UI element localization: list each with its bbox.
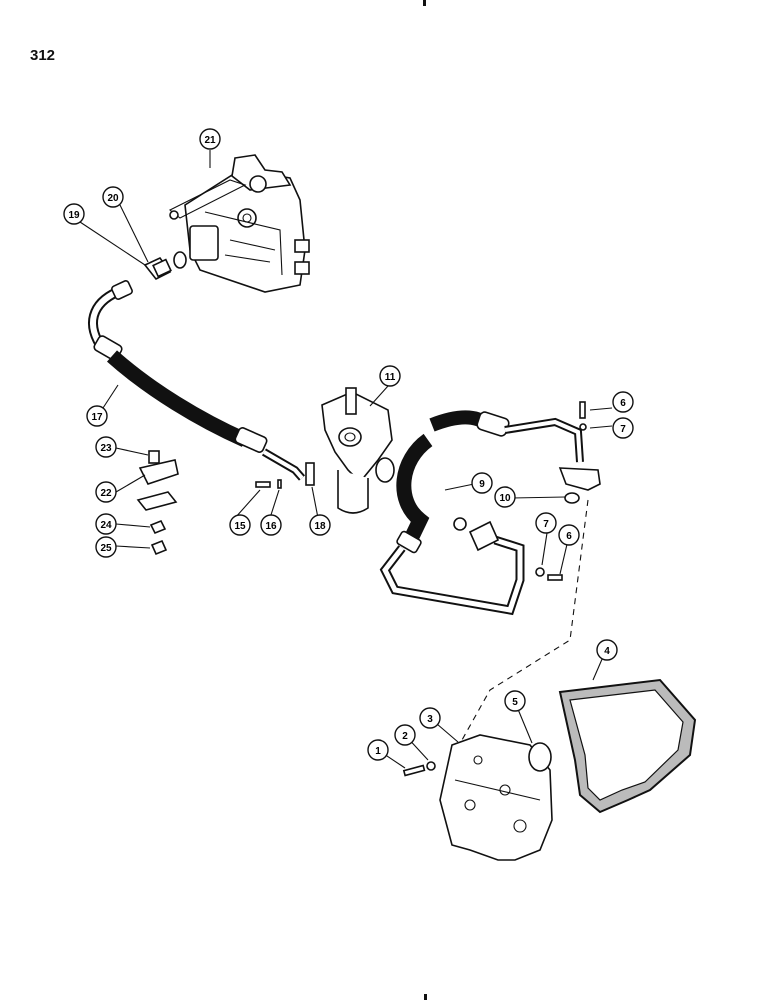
callout-20: 20 (102, 186, 124, 208)
screw (255, 481, 271, 488)
page-number: 312 (30, 47, 56, 64)
callout-circle (612, 391, 634, 413)
callout-24: 24 (95, 513, 117, 535)
washer (277, 479, 282, 489)
callout-circle (309, 514, 331, 536)
clamp-hardware (136, 450, 179, 556)
callout-number: 5 (512, 697, 518, 708)
callout-number: 2 (402, 731, 408, 742)
bolt (547, 574, 563, 581)
callout-number: 21 (204, 135, 216, 146)
callout-22: 22 (95, 481, 117, 503)
callout-circle (394, 724, 416, 746)
callout-number: 6 (566, 531, 572, 542)
callout-circle (504, 690, 526, 712)
callout-circle (419, 707, 441, 729)
callout-number: 22 (100, 488, 112, 499)
hydraulic-hose (88, 280, 306, 481)
leader-lines (79, 150, 613, 769)
gasket (305, 462, 315, 486)
callout-number: 23 (100, 443, 112, 454)
callout-circle (367, 739, 389, 761)
callout-number: 19 (68, 210, 80, 221)
washer (535, 567, 545, 577)
o-ring (173, 251, 187, 269)
callout-19: 19 (63, 203, 85, 225)
callout-circle (494, 486, 516, 508)
callout-10: 10 (494, 486, 516, 508)
callout-6-bottom: 6 (558, 524, 580, 546)
callout-number: 18 (314, 521, 326, 532)
callout-circle (199, 128, 221, 150)
callout-9: 9 (471, 472, 493, 494)
bolt (579, 401, 586, 419)
callout-number: 15 (234, 521, 246, 532)
callout-circle (558, 524, 580, 546)
o-ring (453, 517, 467, 531)
o-ring-seal (528, 742, 552, 772)
callout-number: 11 (385, 372, 396, 383)
top-edge-mark (423, 0, 426, 6)
callout-23: 23 (95, 436, 117, 458)
callout-circle (260, 514, 282, 536)
callout-circle (379, 365, 401, 387)
callout-circle (86, 405, 108, 427)
washer (579, 423, 587, 431)
callout-7-top: 7 (612, 417, 634, 439)
callout-circle (95, 481, 117, 503)
o-ring (564, 492, 580, 504)
callout-bubbles: 21 20 19 17 11 23 22 24 25 15 16 18 9 10… (63, 128, 634, 761)
control-block (321, 387, 395, 514)
callout-number: 4 (604, 646, 610, 657)
callout-number: 1 (375, 746, 381, 757)
bolt (402, 764, 426, 777)
callout-number: 10 (499, 493, 511, 504)
callout-18: 18 (309, 514, 331, 536)
callout-number: 7 (620, 424, 626, 435)
housing-cover (439, 734, 553, 861)
bottom-edge-mark (424, 994, 427, 1000)
callout-circle (63, 203, 85, 225)
callout-circle (535, 512, 557, 534)
callout-circle (612, 417, 634, 439)
callout-number: 20 (107, 193, 119, 204)
callout-circle (596, 639, 618, 661)
callout-5: 5 (504, 690, 526, 712)
callout-16: 16 (260, 514, 282, 536)
callout-circle (95, 536, 117, 558)
callout-number: 9 (479, 479, 485, 490)
callout-6-top: 6 (612, 391, 634, 413)
callout-25: 25 (95, 536, 117, 558)
callout-15: 15 (229, 514, 251, 536)
callout-circle (95, 513, 117, 535)
callout-number: 24 (100, 520, 112, 531)
callout-number: 6 (620, 398, 626, 409)
gasket-seal (558, 678, 697, 814)
callout-number: 7 (543, 519, 549, 530)
callout-number: 3 (427, 714, 433, 725)
callout-21: 21 (199, 128, 221, 150)
elbow-fitting (143, 256, 172, 281)
callout-number: 16 (265, 521, 277, 532)
return-hose (379, 410, 601, 616)
callout-number: 17 (91, 412, 103, 423)
callout-17: 17 (86, 405, 108, 427)
alignment-line (461, 499, 589, 741)
callout-3: 3 (419, 707, 441, 729)
callout-circle (471, 472, 493, 494)
washer (426, 761, 436, 771)
callout-4: 4 (596, 639, 618, 661)
callout-1: 1 (367, 739, 389, 761)
callout-circle (229, 514, 251, 536)
callout-circle (102, 186, 124, 208)
callout-circle (95, 436, 117, 458)
control-valve-assembly (168, 154, 310, 293)
callout-2: 2 (394, 724, 416, 746)
callout-11: 11 (379, 365, 401, 387)
callout-7-bottom: 7 (535, 512, 557, 534)
callout-number: 25 (100, 543, 112, 554)
